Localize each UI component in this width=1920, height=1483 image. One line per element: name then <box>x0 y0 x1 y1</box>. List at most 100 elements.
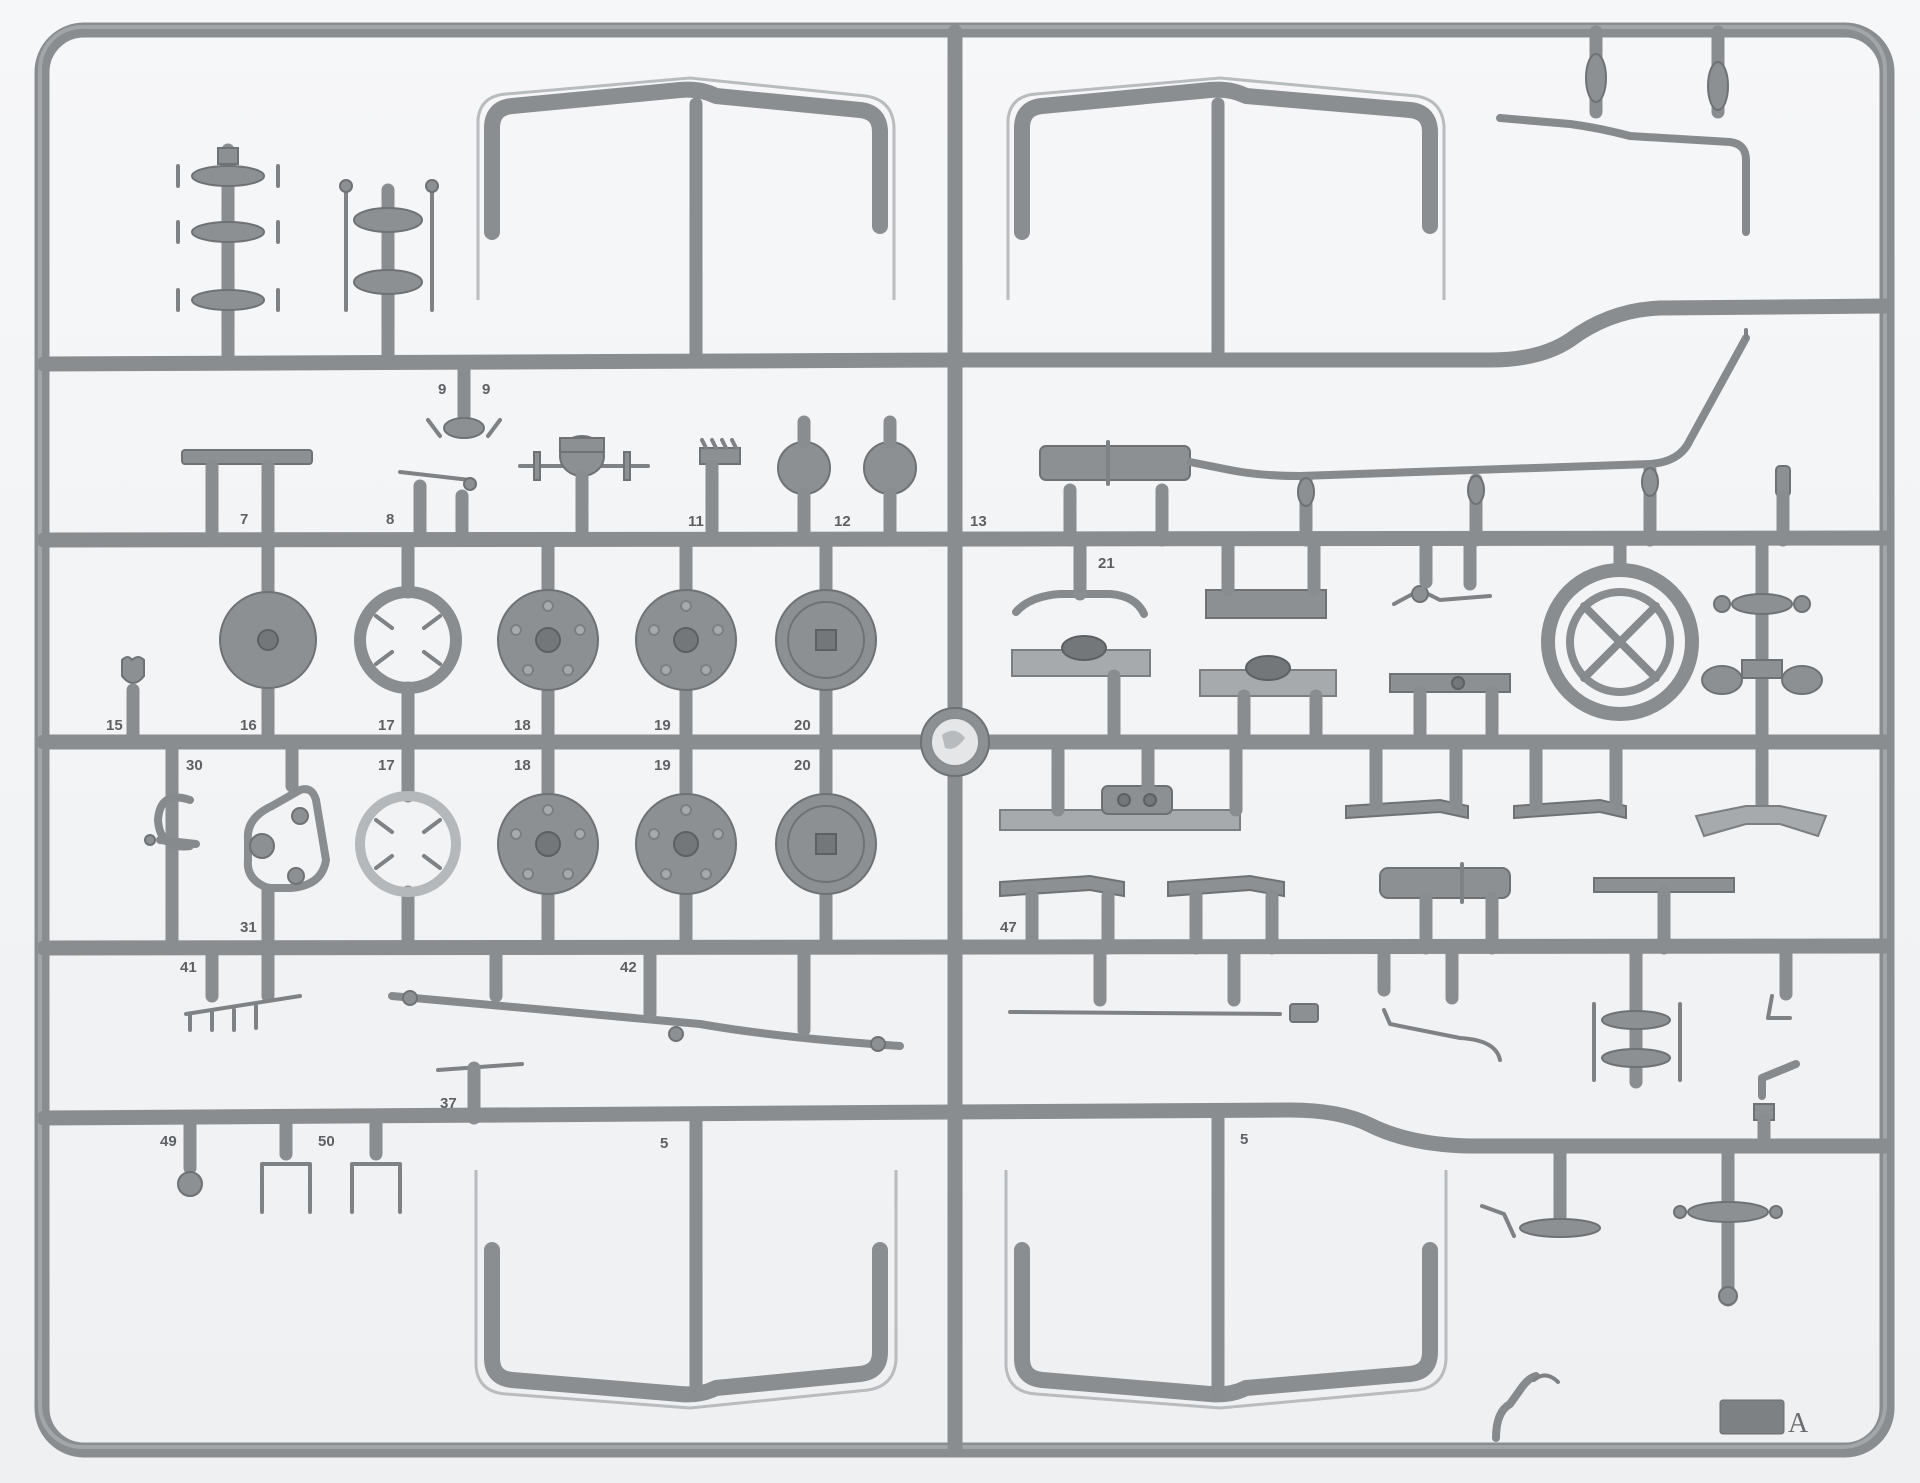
fender-frame-bottom-left-edge <box>474 1170 898 1410</box>
bracket-part-50b <box>350 1111 402 1214</box>
runner-row-4 <box>36 938 1893 956</box>
wheel-hub-19a <box>635 533 737 749</box>
part-number-labels: 7 8 9 9 11 12 13 15 16 17 18 19 20 17 18… <box>106 381 1248 1152</box>
headlight-part-12a <box>777 415 831 547</box>
part-number-13: 13 <box>970 513 987 530</box>
part-number-15: 15 <box>106 717 123 734</box>
part-44 <box>1377 941 1502 1062</box>
fender-frame-top-left-edge <box>476 76 896 300</box>
part-52 <box>1753 1060 1800 1153</box>
horn-part <box>1775 465 1791 547</box>
part-38 <box>1167 874 1285 955</box>
part-number-8: 8 <box>386 511 394 528</box>
wheel-tire-17b <box>355 735 461 955</box>
part-number-17b: 17 <box>378 757 395 774</box>
headlight-part-12b <box>863 415 917 547</box>
wheel-drum-20b <box>775 735 877 955</box>
part-number-50: 50 <box>318 1133 335 1150</box>
part-40 <box>1593 877 1735 955</box>
radiator-cap-parts <box>176 143 280 369</box>
part-30 <box>144 735 200 955</box>
part-46 <box>1766 941 1793 1020</box>
part-number-11: 11 <box>688 513 704 530</box>
bracket-part-9 <box>426 361 502 439</box>
part-number-20a: 20 <box>794 717 811 734</box>
part-number-5a: 5 <box>660 1135 668 1152</box>
part-41 <box>184 941 302 1032</box>
bracket-part-50a <box>260 1111 312 1214</box>
pipe-part-55 <box>1492 1372 1560 1442</box>
fender-frame-bottom-left <box>484 1242 888 1403</box>
steering-wheel-part <box>1541 533 1699 721</box>
part-24 <box>1713 533 1811 749</box>
fender-frame-top-left <box>484 81 888 240</box>
part-number-5b: 5 <box>1240 1131 1248 1148</box>
part-number-12: 12 <box>834 513 851 530</box>
part-11 <box>699 438 741 547</box>
center-hub-mark <box>942 730 965 749</box>
sprue-letter: A <box>1788 1408 1809 1439</box>
part-28 <box>1701 659 1823 695</box>
part-21 <box>1012 533 1148 618</box>
part-number-9b: 9 <box>482 381 490 398</box>
fender-frame-bottom-right <box>1014 1242 1438 1403</box>
part-number-42: 42 <box>620 959 637 976</box>
part-32 <box>999 735 1243 831</box>
part-45 <box>1592 941 1682 1089</box>
part-number-47: 47 <box>1000 919 1017 936</box>
fan-belt-part-31 <box>243 735 331 955</box>
pedal-part-8 <box>398 470 477 547</box>
part-number-16: 16 <box>240 717 257 734</box>
part-number-49: 49 <box>160 1133 177 1150</box>
part-number-18a: 18 <box>514 717 531 734</box>
part-number-30: 30 <box>186 757 203 774</box>
wheel-rim-16 <box>219 533 317 749</box>
exhaust-pipe-parts <box>1496 25 1750 236</box>
part-number-41: 41 <box>180 959 197 976</box>
runner-row-2 <box>36 530 1893 548</box>
fender-frame-top-right-edge <box>1006 76 1446 300</box>
part-22 <box>1205 533 1327 619</box>
part-number-21: 21 <box>1098 555 1115 572</box>
axle-part-7 <box>181 449 313 547</box>
part-47 <box>436 1061 524 1125</box>
part-15 <box>121 656 145 749</box>
part-53 <box>1673 1139 1783 1307</box>
part-34 <box>1513 735 1627 820</box>
part-number-17a: 17 <box>378 717 395 734</box>
part-number-20b: 20 <box>794 757 811 774</box>
part-23 <box>1392 533 1492 606</box>
steering-column-part-10 <box>518 435 650 547</box>
long-rod-part-42 <box>388 941 904 1052</box>
part-number-37: 37 <box>440 1095 457 1112</box>
part-43 <box>1008 941 1319 1023</box>
sprue-logo-tag: A <box>1719 1399 1809 1439</box>
wheel-hub-19b <box>635 735 737 955</box>
part-25 <box>1011 635 1151 749</box>
wheel-hub-18a <box>497 533 599 749</box>
part-number-31: 31 <box>240 919 257 936</box>
part-26 <box>1199 655 1337 749</box>
fender-frame-top-right <box>1014 81 1438 240</box>
part-35 <box>1694 735 1828 838</box>
part-49 <box>177 1111 203 1197</box>
part-number-18b: 18 <box>514 757 531 774</box>
part-number-7: 7 <box>240 511 248 528</box>
runner-row-5 <box>36 1102 1893 1154</box>
part-number-19a: 19 <box>654 717 671 734</box>
part-39 <box>1379 862 1511 955</box>
part-number-9a: 9 <box>438 381 446 398</box>
part-number-19b: 19 <box>654 757 671 774</box>
headlight-stand-parts <box>339 179 439 369</box>
wheel-drum-20a <box>775 533 877 749</box>
part-33 <box>1345 735 1469 820</box>
runner-row-1 <box>36 298 1893 372</box>
wheel-tire-17a <box>354 533 462 749</box>
part-27 <box>1389 673 1511 749</box>
part-37 <box>999 874 1125 955</box>
part-51 <box>1480 1141 1601 1238</box>
fender-frame-bottom-right-edge <box>1004 1170 1448 1410</box>
muffler-part-13 <box>1039 328 1750 547</box>
